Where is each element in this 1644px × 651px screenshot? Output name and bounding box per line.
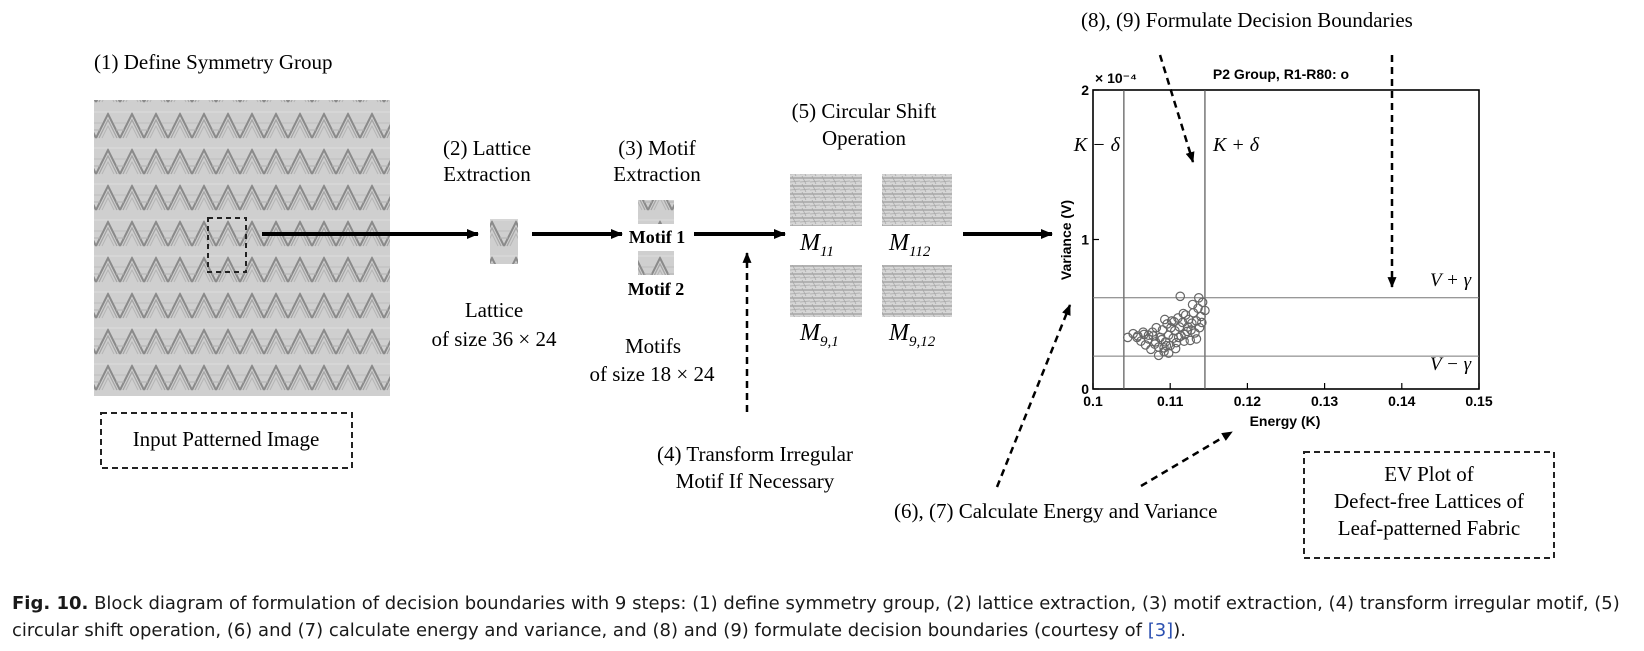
step-3-label-line2: Extraction <box>613 162 701 186</box>
data-point-49 <box>1166 322 1176 333</box>
data-point-65 <box>1132 332 1142 343</box>
step-2-label-line2: Extraction <box>443 162 531 186</box>
boundary-vline-label-2: K + δ <box>1212 134 1260 156</box>
shift-label-m912: M9,12 <box>888 320 936 350</box>
y-axis-multiplier: × 10⁻⁴ <box>1095 70 1137 86</box>
motifs-caption-line2: of size 18 × 24 <box>590 362 715 386</box>
boundary-hline-label-1: V + γ <box>1430 270 1472 291</box>
caption-label: Fig. 10. <box>12 593 89 614</box>
shift-image-m112 <box>882 174 952 226</box>
x-tick-label-2: 0.12 <box>1234 393 1261 409</box>
data-point-56 <box>1197 317 1207 328</box>
ev-box-line2: Defect-free Lattices of <box>1334 489 1524 513</box>
step-89-label: (8), (9) Formulate Decision Boundaries <box>1081 8 1413 32</box>
x-tick-label-4: 0.14 <box>1388 393 1415 409</box>
data-point-60 <box>1178 308 1189 319</box>
motif-2-label: Motif 2 <box>628 279 684 299</box>
motif-1-image <box>638 200 674 224</box>
arrow-calc-variance <box>995 304 1072 488</box>
figure-caption: Fig. 10. Block diagram of formulation of… <box>12 590 1637 644</box>
x-tick-label-1: 0.11 <box>1157 393 1184 409</box>
input-image-label-box <box>100 412 353 469</box>
step-67-label: (6), (7) Calculate Energy and Variance <box>894 499 1217 523</box>
arrow-calc-energy <box>1140 430 1233 488</box>
data-point-32 <box>1185 335 1196 346</box>
step-4-label-line1: (4) Transform Irregular <box>657 442 853 466</box>
data-point-48 <box>1186 325 1196 335</box>
caption-text: Block diagram of formulation of decision… <box>12 593 1620 641</box>
x-tick-label-5: 0.15 <box>1465 393 1492 409</box>
motif-2-image <box>638 251 674 275</box>
arrow-boundary-k <box>1158 54 1195 163</box>
data-point-63 <box>1200 305 1210 316</box>
shift-label-m112: M112 <box>888 230 931 260</box>
shift-image-m91 <box>790 265 862 317</box>
ev-box-line3: Leaf-patterned Fabric <box>1338 516 1520 540</box>
data-point-52 <box>1163 348 1174 358</box>
ev-box-line1: EV Plot of <box>1384 462 1473 486</box>
data-point-62 <box>1193 293 1204 303</box>
data-point-54 <box>1183 322 1193 332</box>
y-axis-label: Variance (V) <box>1058 200 1074 280</box>
data-point-14 <box>1157 325 1168 335</box>
step-3-label-line1: (3) Motif <box>618 136 696 160</box>
boundary-vline-label-1: K − δ <box>1073 134 1121 156</box>
input-image-label: Input Patterned Image <box>133 427 320 451</box>
ev-plot-label-box <box>1303 451 1555 559</box>
data-point-53 <box>1173 332 1184 343</box>
shift-label-m11: M11 <box>799 230 834 260</box>
shift-image-m11 <box>790 174 862 226</box>
step-1-label: (1) Define Symmetry Group <box>94 50 333 74</box>
input-patterned-image <box>94 100 390 396</box>
data-point-61 <box>1187 299 1198 310</box>
data-point-51 <box>1156 334 1167 345</box>
shift-image-m912 <box>882 265 952 317</box>
data-point-55 <box>1191 334 1202 344</box>
lattice-caption-line1: Lattice <box>465 298 523 322</box>
data-point-41 <box>1175 291 1186 302</box>
step-5-label-line1: (5) Circular Shift <box>792 99 937 123</box>
block-diagram: (1) Define Symmetry Group Input Patterne… <box>94 8 1555 559</box>
x-axis-label: Energy (K) <box>1250 413 1321 429</box>
boundary-hline-label-2: V − γ <box>1430 354 1472 375</box>
data-point-58 <box>1143 330 1154 340</box>
lattice-image <box>490 219 518 264</box>
x-tick-label-3: 0.13 <box>1311 393 1338 409</box>
x-tick-label-0: 0.1 <box>1083 393 1103 409</box>
y-tick-label-2: 2 <box>1081 82 1089 98</box>
y-tick-label-1: 1 <box>1081 232 1089 248</box>
lattice-caption-line2: of size 36 × 24 <box>432 327 557 351</box>
step-4-label-line2: Motif If Necessary <box>676 469 835 493</box>
motif-1-label: Motif 1 <box>629 227 685 247</box>
y-tick-label-0: 0 <box>1081 381 1089 397</box>
data-point-59 <box>1169 316 1179 327</box>
chart-title: P2 Group, R1-R80: o <box>1213 66 1349 82</box>
motifs-caption-line1: Motifs <box>625 334 681 358</box>
caption-end: ). <box>1173 620 1186 641</box>
data-point-38 <box>1194 322 1205 333</box>
input-selection-box <box>207 217 247 273</box>
data-point-46 <box>1170 343 1181 354</box>
step-5-label-line2: Operation <box>822 126 906 150</box>
data-point-57 <box>1150 337 1161 347</box>
ev-scatter-plot: K − δ K + δ V + γ V − γ 0.1 0.11 0.12 0.13 0.14 0… <box>1058 66 1493 429</box>
shift-label-m91: M9,1 <box>799 320 839 350</box>
data-point-64 <box>1159 314 1170 325</box>
caption-reference-link[interactable]: [3] <box>1147 620 1174 641</box>
data-point-44 <box>1153 350 1164 361</box>
step-2-label-line1: (2) Lattice <box>443 136 531 160</box>
